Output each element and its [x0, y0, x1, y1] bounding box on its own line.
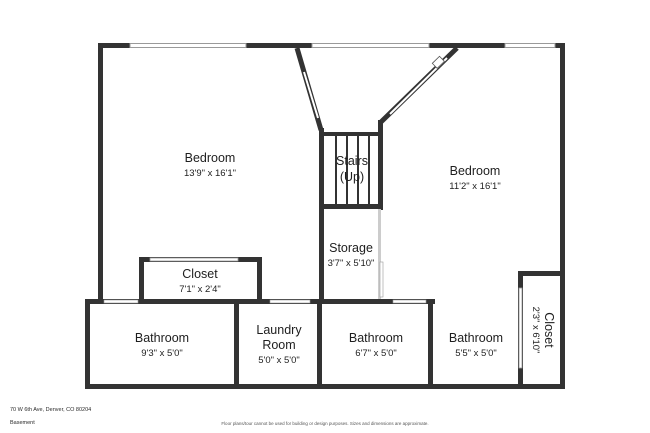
closet-left-door — [149, 257, 239, 262]
bathroom-3-dims: 5'5" x 5'0" — [455, 348, 497, 359]
closet-left-name: Closet — [182, 267, 218, 281]
door-bath1 — [103, 299, 139, 304]
bathroom-3-name: Bathroom — [449, 331, 503, 345]
angled-door-marker — [431, 55, 445, 69]
wall-right — [560, 43, 565, 389]
wall-bath1-laundry — [234, 299, 239, 389]
stair-treads — [335, 136, 370, 204]
stair-enclosure — [294, 46, 459, 303]
closet-right-dims: 2'3" x 6'10" — [530, 307, 541, 354]
windows — [129, 43, 556, 48]
bedroom-right-dims: 11'2" x 16'1" — [449, 181, 500, 192]
stair-tread — [346, 136, 348, 204]
bathroom-2-name: Bathroom — [349, 331, 403, 345]
window-stair-hall — [311, 43, 430, 48]
door-bath2 — [392, 299, 427, 304]
bedroom-left-dims: 13'9" x 16'1" — [184, 168, 236, 179]
bathroom-1-name: Bathroom — [135, 331, 189, 345]
stair-storage-divider — [319, 204, 383, 209]
footer-level: Basement — [10, 420, 35, 426]
storage-door — [379, 261, 384, 298]
bath-row-walls — [103, 261, 433, 389]
bedroom-left-name: Bedroom — [185, 151, 236, 165]
laundry-name-2: Room — [262, 338, 295, 352]
stair-tread — [335, 136, 337, 204]
wall-bottom — [85, 384, 565, 389]
closet-right-door — [518, 287, 523, 369]
storage-right-wall — [378, 209, 381, 299]
stair-tread — [368, 136, 370, 204]
wall-left-lower — [85, 299, 90, 389]
door-laundry — [269, 299, 311, 304]
wall-laundry-bath2 — [317, 299, 322, 389]
closet-left-walls — [139, 257, 262, 303]
wall-bath2-bath3 — [428, 299, 433, 389]
stairs-name: Stairs — [336, 154, 368, 168]
storage-name: Storage — [329, 241, 373, 255]
stairs-name-2: (Up) — [340, 170, 364, 184]
storage-dims: 3'7" x 5'10" — [328, 258, 375, 269]
laundry-dims: 5'0" x 5'0" — [258, 355, 300, 366]
glass-angled-left — [303, 71, 319, 119]
window-bedroom-left — [129, 43, 247, 48]
stair-tread — [357, 136, 359, 204]
closet-left-dims: 7'1" x 2'4" — [179, 284, 221, 295]
bathroom-1-dims: 9'3" x 5'0" — [141, 348, 183, 359]
window-bedroom-right — [504, 43, 556, 48]
wall-left-upper — [98, 43, 103, 303]
laundry-name: Laundry — [256, 323, 302, 337]
footer-disclaimer: Floor plans/tour cannot be used for buil… — [221, 421, 429, 426]
bathroom-2-dims: 6'7" x 5'0" — [355, 348, 397, 359]
stair-landing-wall — [319, 132, 383, 136]
footer-address: 70 W 6th Ave, Denver, CO 80204 — [10, 407, 92, 413]
stair-wall-right — [378, 120, 383, 210]
closet-right-walls — [518, 271, 565, 389]
bedroom-right-name: Bedroom — [450, 164, 501, 178]
closet-right-name: Closet — [542, 312, 556, 348]
stair-wall-left — [319, 128, 324, 303]
